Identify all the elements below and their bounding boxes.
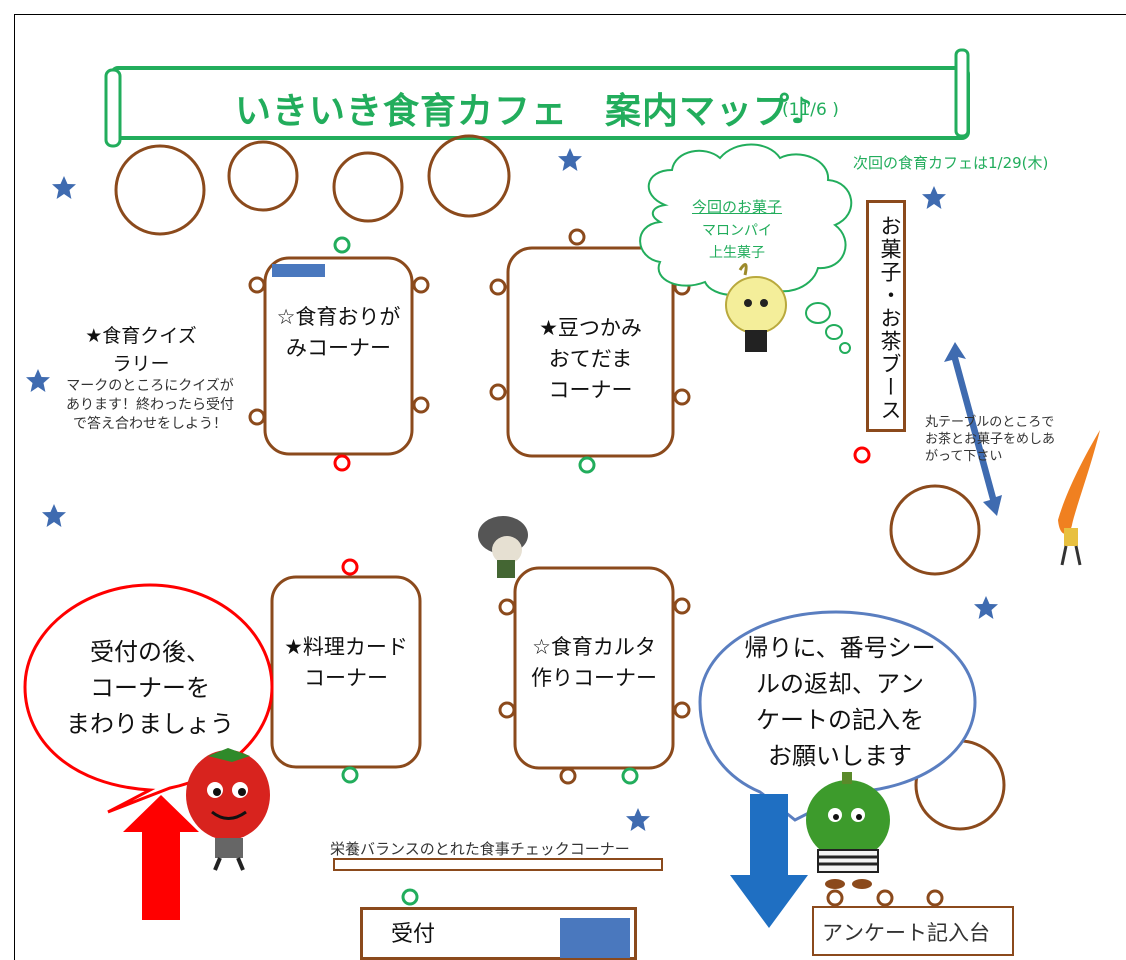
- table-label-line: みコーナー: [286, 336, 391, 360]
- bubble-line: ルの返却、アン: [756, 670, 924, 698]
- quiz-stars: [26, 148, 998, 831]
- karuta-corner-label: ☆食育カルタ 作りコーナー: [515, 632, 673, 694]
- table-label-line: ☆食育おりが: [276, 305, 401, 329]
- sweets-tea-booth: お菓子・お茶ブース: [866, 200, 906, 432]
- bubble-line: ケートの記入を: [756, 706, 924, 734]
- blue-down-arrow: [730, 794, 808, 928]
- table-label-line: コーナー: [548, 378, 633, 402]
- recipe-card-corner-label: ★料理カード コーナー: [272, 632, 420, 694]
- quiz-desc-line: マークのところにクイズが: [66, 378, 234, 394]
- event-date: (11/6 ): [782, 100, 839, 120]
- red-up-arrow: [123, 795, 199, 920]
- table-label-line: ★豆つかみ: [539, 316, 642, 340]
- reception-marker: [560, 918, 630, 958]
- quiz-title-line: ★食育クイズ: [85, 325, 197, 347]
- quiz-title-line: ラリー: [112, 353, 170, 375]
- tea-note-line: がって下さい: [925, 449, 1003, 464]
- sweets-cloud: [639, 143, 853, 354]
- next-cafe-note: 次回の食育カフェは1/29(木): [853, 154, 1049, 172]
- quiz-desc-line: あります！終わったら受付: [66, 397, 234, 413]
- seats: [248, 228, 944, 907]
- carrot-mascot: [1058, 430, 1100, 566]
- onion-mascot: [725, 263, 787, 352]
- table-label-line: ★料理カード: [284, 635, 408, 659]
- table-label-line: おてだま: [548, 347, 633, 371]
- blue-double-arrow: [944, 342, 1002, 516]
- quiz-desc-line: で答え合わせをしよう！: [73, 416, 227, 432]
- booth-label: お菓子・お茶ブース: [878, 215, 902, 422]
- left-bubble-text: 受付の後、 コーナーを まわりましょう: [40, 634, 260, 742]
- survey-desk: アンケート記入台: [812, 906, 1014, 956]
- reception-label: 受付: [391, 922, 436, 947]
- tea-note-line: お茶とお菓子をめしあ: [925, 432, 1056, 447]
- origami-corner-label: ☆食育おりが みコーナー: [265, 302, 412, 364]
- table-label-line: ☆食育カルタ: [532, 635, 656, 659]
- bubble-line: 受付の後、: [90, 638, 210, 666]
- tea-note: 丸テーブルのところで お茶とお菓子をめしあ がって下さい: [925, 414, 1085, 465]
- mushroom-mascot: [478, 516, 528, 578]
- bubble-line: コーナーを: [90, 674, 210, 702]
- bubble-line: まわりましょう: [66, 710, 234, 738]
- corner-tables: [263, 246, 675, 770]
- title-banner: [104, 48, 970, 148]
- reception-desk: 受付: [360, 907, 637, 960]
- table-label-line: 作りコーナー: [531, 666, 657, 690]
- right-bubble-text: 帰りに、番号シー ルの返却、アン ケートの記入を お願いします: [720, 630, 960, 774]
- blue-marker: [272, 264, 325, 277]
- sweets-item: マロンパイ: [702, 223, 772, 239]
- bubble-line: 帰りに、番号シー: [744, 634, 936, 662]
- table-label-line: コーナー: [304, 666, 388, 690]
- tomato-mascot: [186, 748, 270, 871]
- pepper-mascot: [806, 772, 890, 889]
- quiz-rally-description: マークのところにクイズが あります！終わったら受付 で答え合わせをしよう！: [40, 377, 260, 434]
- bubble-line: お願いします: [768, 742, 912, 770]
- page-frame: [14, 14, 1126, 960]
- nutrition-check-table: [333, 858, 663, 871]
- survey-label: アンケート記入台: [822, 921, 990, 945]
- top-round-tables: [114, 134, 511, 236]
- quiz-rally-title: ★食育クイズ ラリー: [66, 322, 216, 378]
- sweets-item: 上生菓子: [709, 245, 765, 261]
- page-title: いきいき食育カフェ 案内マップ♪: [235, 91, 814, 132]
- sweets-title: 今回のお菓子: [691, 198, 782, 216]
- bean-corner-label: ★豆つかみ おてだま コーナー: [508, 313, 673, 406]
- nutrition-check-label: 栄養バランスのとれた食事チェックコーナー: [330, 840, 630, 858]
- tea-note-line: 丸テーブルのところで: [925, 415, 1055, 430]
- right-speech-bubble: [698, 610, 977, 822]
